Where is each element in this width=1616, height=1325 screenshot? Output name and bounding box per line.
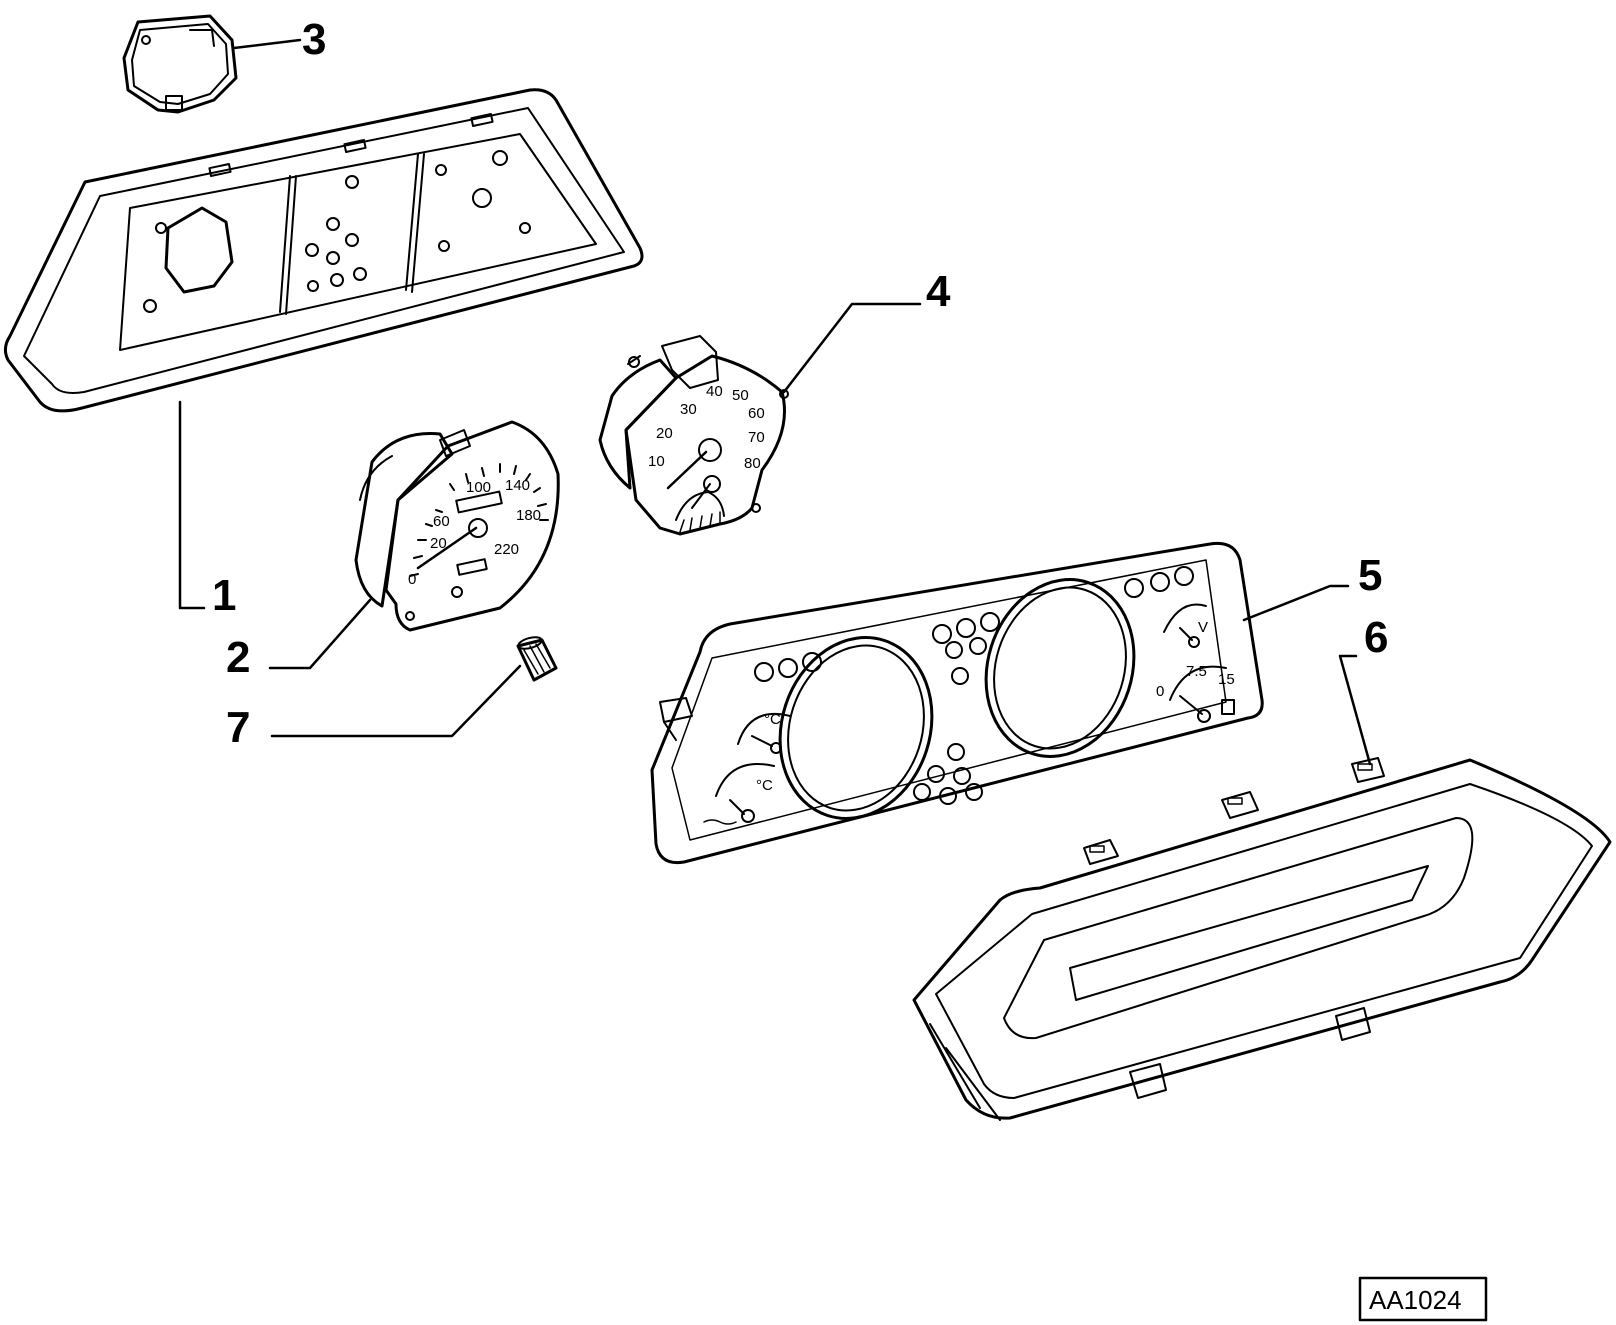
panel-volt-unit: V xyxy=(1198,619,1208,636)
tacho-label-30: 30 xyxy=(680,401,697,418)
tacho-label-40: 40 xyxy=(706,383,723,400)
tacho-label-10: 10 xyxy=(648,453,665,470)
callout-1: 1 xyxy=(212,571,236,620)
tacho-label-60: 60 xyxy=(748,405,765,422)
leader-3 xyxy=(232,38,302,50)
reference-code: AA1024 xyxy=(1369,1285,1462,1315)
callout-6: 6 xyxy=(1364,613,1388,662)
callout-5: 5 xyxy=(1358,551,1382,600)
tacho-label-80: 80 xyxy=(744,455,761,472)
part-1-housing xyxy=(3,88,644,610)
speedo-label-140: 140 xyxy=(505,477,530,494)
panel-fuel-0: 0 xyxy=(1156,683,1164,700)
part-5-dial-panel xyxy=(650,541,1350,865)
callout-3: 3 xyxy=(302,15,326,64)
speedo-label-0: 0 xyxy=(408,571,416,588)
speedo-label-60: 60 xyxy=(433,513,450,530)
tacho-label-20: 20 xyxy=(656,425,673,442)
panel-fuel-15: 15 xyxy=(1218,671,1235,688)
part-2-speedometer xyxy=(354,420,560,632)
speedo-label-180: 180 xyxy=(516,507,541,524)
leader-2 xyxy=(268,598,372,670)
callout-2: 2 xyxy=(226,633,250,682)
part-3-module xyxy=(122,14,238,114)
leader-7 xyxy=(270,664,522,738)
reference-box: AA1024 xyxy=(1358,1276,1488,1322)
panel-fuel-7-5: 7.5 xyxy=(1186,663,1207,680)
tacho-label-70: 70 xyxy=(748,429,765,446)
speedo-label-220: 220 xyxy=(494,541,519,558)
panel-oil-temp-unit: °C xyxy=(764,711,781,728)
part-6-front-bezel xyxy=(912,654,1612,1121)
part-7-knob xyxy=(516,636,558,682)
leader-4 xyxy=(782,302,922,394)
callout-4: 4 xyxy=(926,267,951,316)
tacho-label-50: 50 xyxy=(732,387,749,404)
speedo-label-100: 100 xyxy=(466,479,491,496)
panel-water-temp-unit: °C xyxy=(756,777,773,794)
callout-7: 7 xyxy=(226,703,250,752)
speedo-label-20: 20 xyxy=(430,535,447,552)
